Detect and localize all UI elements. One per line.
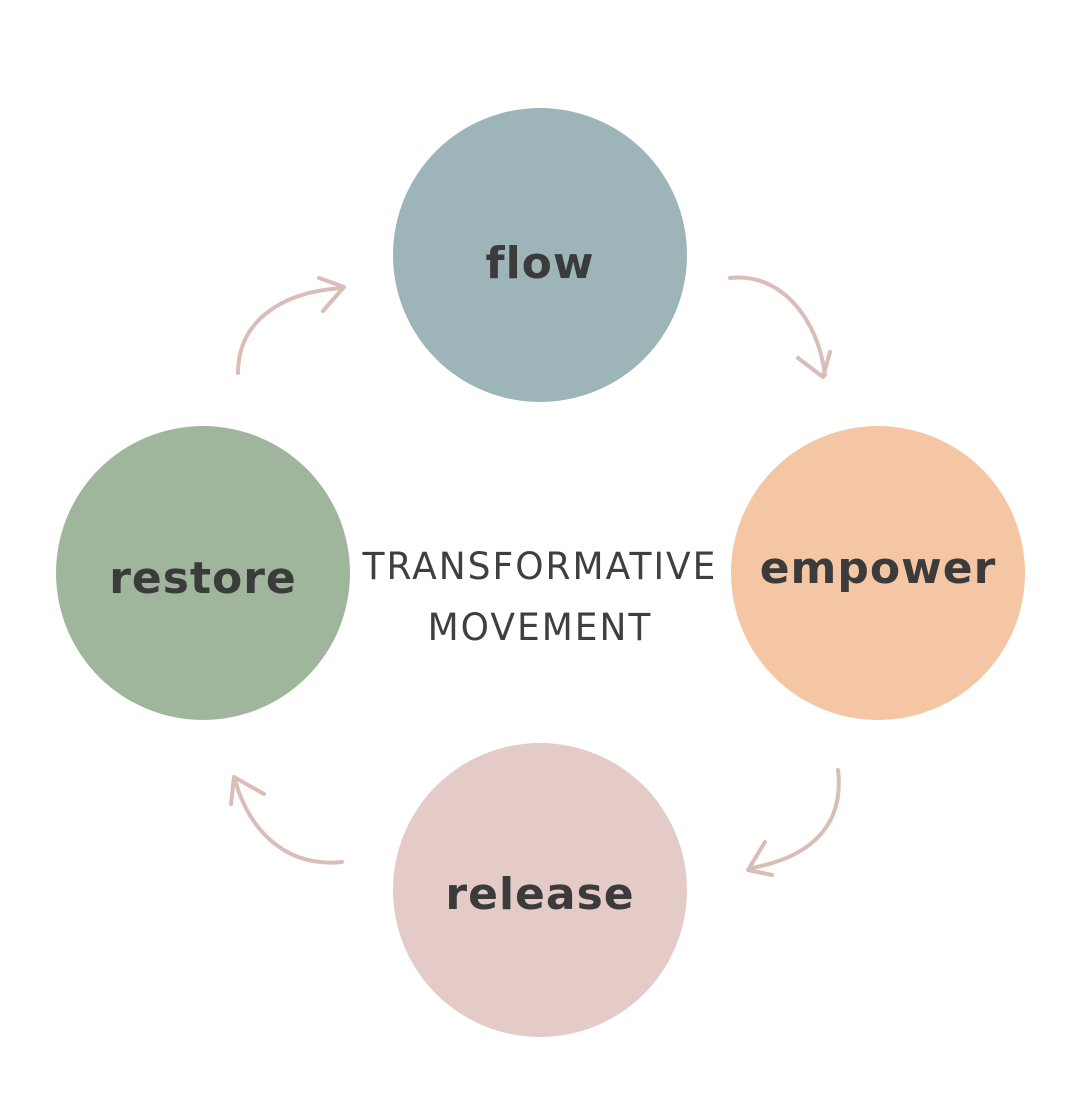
arrow-empower-to-release-shaft [750, 768, 841, 870]
arrow-release-to-restore-shaft [233, 778, 344, 865]
center-title: TRANSFORMATIVE MOVEMENT [355, 537, 725, 659]
arrow-empower-to-release [746, 768, 841, 877]
arrow-flow-to-empower [728, 275, 832, 379]
node-flow: flow [393, 108, 687, 402]
arrow-flow-to-empower-shaft [728, 275, 827, 377]
arrow-restore-to-flow-head [317, 276, 346, 313]
arrow-empower-to-release-head [746, 840, 774, 877]
arrow-flow-to-empower-head [796, 350, 832, 379]
node-restore: restore [56, 426, 350, 720]
node-flow-label: flow [485, 237, 595, 289]
node-empower: empower [731, 426, 1025, 720]
arrow-release-to-restore [229, 775, 344, 865]
arrow-restore-to-flow-shaft [236, 286, 344, 375]
arrow-restore-to-flow [236, 276, 346, 375]
center-title-line2: MOVEMENT [427, 606, 653, 650]
arrow-release-to-restore-head [229, 775, 266, 806]
node-release: release [393, 743, 687, 1037]
node-empower-label: empower [759, 542, 997, 594]
node-restore-label: restore [109, 552, 297, 604]
node-release-label: release [445, 868, 635, 920]
center-title-line1: TRANSFORMATIVE [362, 545, 718, 589]
